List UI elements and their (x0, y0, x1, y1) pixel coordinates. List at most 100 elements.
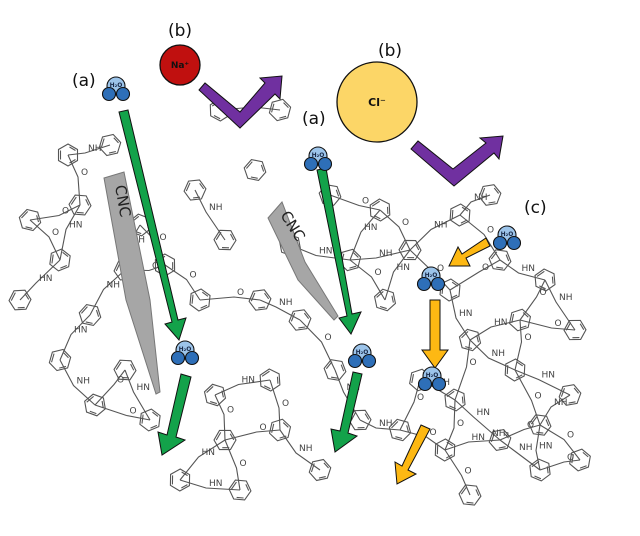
water-molecule: H₂O (101, 76, 131, 102)
atom-label: O (535, 392, 542, 402)
water-molecule: H₂O (492, 225, 522, 251)
amide-link (359, 419, 401, 431)
benzene-ring (240, 154, 270, 186)
atom-label: O (430, 428, 437, 438)
water-molecule: H₂O (303, 146, 333, 172)
atom-label: HN (74, 326, 88, 336)
amide-link (449, 259, 501, 291)
atom-label: HN (494, 318, 508, 328)
amide-link (349, 249, 411, 261)
atom-label: O (402, 218, 409, 228)
amide-link (94, 369, 126, 406)
amide-link (179, 439, 226, 481)
amide-link (544, 279, 576, 331)
orange-arrow-1 (448, 237, 491, 267)
atom-label: O (325, 333, 332, 343)
atom-label: O (487, 226, 494, 236)
atom-label: NH (299, 444, 313, 454)
atom-label: O (362, 197, 369, 207)
atom-label: O (525, 333, 532, 343)
green-arrow-1 (118, 109, 187, 341)
atom-label: O (240, 459, 247, 469)
chloride-ion-label: Cl⁻ (368, 96, 386, 109)
atom-label: O (190, 271, 197, 281)
atom-label: O (465, 467, 472, 477)
ion-rejection-arrows (198, 75, 504, 187)
amide-link (67, 144, 111, 156)
atom-label: HN (539, 442, 553, 452)
amide-link (499, 259, 546, 281)
green-arrow-3 (316, 167, 362, 335)
cnc-crystal-left: CNC (103, 171, 161, 395)
amide-link (499, 424, 541, 441)
atom-label: HN (137, 383, 151, 393)
green-arrow-2 (157, 373, 192, 456)
atom-label: NH (379, 419, 393, 429)
atom-label: O (282, 399, 289, 409)
atom-label: NH (554, 398, 568, 408)
atom-label: O (555, 319, 562, 329)
atom-label: HN (542, 371, 556, 381)
atom-label: O (62, 207, 69, 217)
atom-label: O (540, 288, 547, 298)
polyamide-network: NHOHNONHOHNONHOHNONHOHNONHOHNONHOHNONHOH… (5, 95, 592, 511)
water-label: H₂O (425, 272, 438, 279)
chloride-ion: Cl⁻ (336, 61, 418, 143)
amide-link (514, 369, 541, 426)
atom-label: O (117, 376, 124, 386)
atom-label: NH (279, 298, 293, 308)
water-label: H₂O (110, 82, 123, 89)
purple-arrow-cl (410, 135, 504, 187)
sodium-ion-label: Na⁺ (171, 61, 190, 71)
atom-label: O (470, 358, 477, 368)
amide-link (519, 279, 546, 321)
label-c: (c) (524, 198, 547, 218)
water-molecule: H₂O (347, 343, 377, 369)
amide-link (539, 459, 581, 471)
amide-link (214, 394, 226, 441)
atom-label: NH (77, 377, 91, 387)
water-label: H₂O (426, 372, 439, 379)
amide-link (199, 296, 261, 301)
water-molecule: H₂O (170, 340, 200, 366)
atom-label: NH (519, 443, 533, 453)
label-b-chloride: (b) (378, 41, 402, 61)
amide-link (454, 399, 501, 441)
atom-label: HN (472, 433, 486, 443)
water-label: H₂O (501, 231, 514, 238)
atom-label: HN (69, 221, 83, 231)
green-arrow-4 (330, 371, 363, 453)
atom-label: HN (397, 263, 411, 273)
amide-link (535, 424, 541, 471)
atom-label: HN (477, 408, 491, 418)
atom-label: O (130, 407, 137, 417)
atom-label: HN (364, 223, 378, 233)
atom-label: NH (559, 293, 573, 303)
atom-label: O (52, 228, 59, 238)
atom-label: O (437, 264, 444, 274)
amine-end-group: NH₂ (492, 429, 510, 439)
label-a-left: (a) (72, 71, 96, 91)
atom-label: O (567, 431, 574, 441)
amide-link (214, 379, 271, 396)
atom-label: HN (39, 274, 53, 284)
atom-label: O (457, 419, 464, 429)
amide-link (29, 219, 61, 261)
amide-link (379, 209, 411, 251)
purple-arrow-na (198, 75, 283, 129)
water-path-arrows-a (118, 109, 363, 456)
label-a-right: (a) (302, 109, 326, 129)
atom-label: O (527, 421, 534, 431)
amide-link (514, 369, 571, 396)
atom-label: HN (522, 264, 536, 274)
water-label: H₂O (312, 152, 325, 159)
amide-link (459, 194, 491, 216)
water-molecule: H₂O (417, 366, 447, 392)
atom-label: NH (88, 144, 102, 154)
atom-label: HN (209, 479, 223, 489)
atom-label: O (375, 268, 382, 278)
atom-label: NH (434, 221, 448, 231)
atom-label: HN (319, 247, 333, 257)
amide-link (444, 449, 471, 496)
